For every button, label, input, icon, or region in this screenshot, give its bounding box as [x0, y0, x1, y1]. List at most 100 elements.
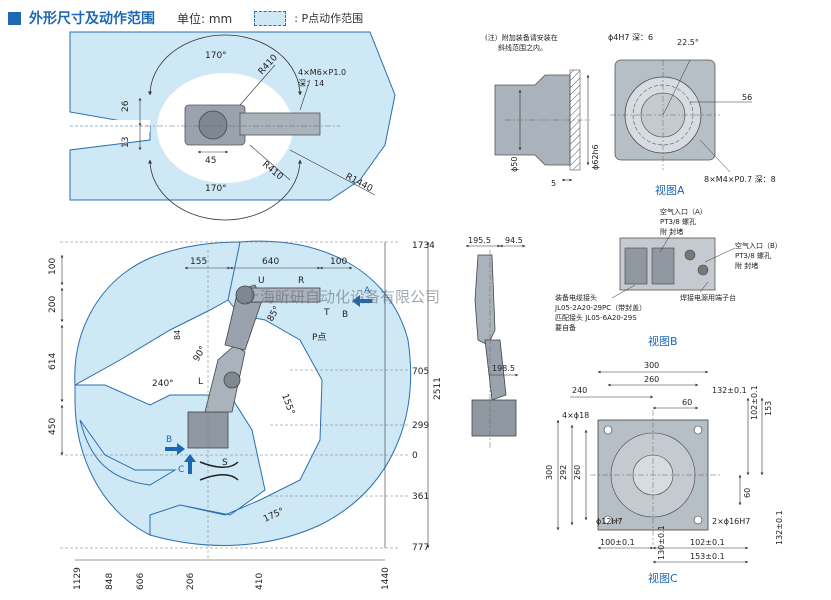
view-b-arrow-icon [165, 443, 185, 455]
dim-300-top-c: 300 [644, 361, 659, 370]
dim-132-bottom-c: 132±0.1 [775, 510, 784, 545]
pin-hole-note: ϕ4H7 深：6 [608, 33, 653, 42]
mounting-note-line1: (注）附加装备请安装在 [485, 33, 558, 42]
dim-260-top-c: 260 [644, 375, 659, 384]
connector-part-no: JL05-2A20-29PC（带封盖） [554, 303, 646, 312]
air-inlet-a-plug: 附 封堵 [660, 227, 683, 236]
dim-100-bottom-c: 100±0.1 [600, 538, 635, 547]
dim-361-right: 361 [412, 492, 429, 502]
front-view-base [471, 399, 517, 437]
dim-614-left: 614 [48, 353, 58, 370]
dim-206-bottom: 206 [186, 573, 196, 590]
watermark-text: 上海昕研自动化设备有限公司 [245, 288, 440, 306]
dim-153-bottom-c: 153±0.1 [690, 552, 725, 561]
connector-label: 装备电缆接头 [555, 293, 597, 302]
dim-5-label: 5 [551, 179, 556, 188]
air-inlet-a-thread: PT3/8 螺孔 [660, 217, 696, 226]
view-a-arrow-icon [352, 295, 372, 307]
dim-410-bottom: 410 [255, 573, 265, 590]
air-inlet-b-label: 空气入口（B） [735, 241, 782, 250]
side-view: 100 200 614 450 155 640 100 84 1734 705 … [48, 240, 443, 590]
dim-705-right: 705 [412, 367, 429, 377]
dim-195-5: 195.5 [468, 236, 491, 245]
angle-22-5-label: 22.5° [677, 38, 699, 47]
dim-450-left: 450 [48, 418, 58, 435]
dim-299-right: 299 [412, 421, 429, 431]
axis-l-label: L [198, 377, 203, 387]
axis-s-label: S [222, 458, 228, 468]
dim-60-top-c: 60 [682, 398, 692, 407]
dim-200-left: 200 [48, 296, 58, 313]
view-b-caption: 视图B [648, 334, 678, 348]
axis-r-label: R [298, 276, 304, 286]
flange-screws-note: 8×M4×P0.7 深：8 [704, 175, 776, 184]
pin-16-note: 2×ϕ16H7 [712, 517, 750, 526]
angle-240: 240° [152, 379, 174, 389]
page-title: 外形尺寸及动作范围 [29, 11, 155, 27]
flange-thread-note: 4×M6×P1.0 [298, 68, 346, 77]
dim-1129-bottom: 1129 [73, 567, 83, 590]
s-axis-rotation-icon [199, 461, 239, 468]
dim-2511-right: 2511 [433, 377, 443, 400]
dim-1440-bottom: 1440 [381, 567, 391, 590]
dim-phi50-label: ϕ50 [510, 157, 519, 172]
dim-100-top: 100 [330, 257, 347, 267]
angle-155: 155° [279, 393, 296, 417]
dim-84: 84 [173, 330, 182, 340]
flange-depth-note: 深：14 [298, 79, 324, 88]
angle-90: 90° [192, 345, 209, 364]
view-a-arrow-label: A [364, 286, 371, 296]
dim-45-label: 45 [205, 156, 216, 166]
air-inlet-b-thread: PT3/8 螺孔 [735, 251, 771, 260]
axis-b-label: B [342, 310, 348, 320]
dim-26-label: 26 [121, 100, 131, 112]
dim-300-left-c: 300 [545, 465, 554, 480]
dim-155-top: 155 [190, 257, 207, 267]
dim-606-bottom: 606 [136, 573, 146, 590]
dim-153-right-c: 153 [764, 401, 773, 416]
axis-u-label: U [258, 276, 265, 286]
dim-60-right-c: 60 [743, 488, 752, 498]
dim-848-bottom: 848 [105, 573, 115, 590]
dim-292-left-c: 292 [559, 465, 568, 480]
dim-56-label: 56 [742, 93, 752, 102]
mounting-note-line2: 斜线范围之内。 [498, 43, 547, 52]
unit-label: 单位: mm [177, 11, 233, 26]
air-inlet-a-label: 空气入口（A） [660, 207, 707, 216]
pin-12-note: ϕ12H7 [596, 517, 623, 526]
axis-t-label: T [323, 308, 330, 318]
mating-connector: 匹配接头 JL05-6A20-29S [555, 313, 637, 322]
range-legend-label: : P点动作范围 [294, 12, 364, 25]
dim-777-right: 777 [412, 543, 429, 553]
top-view: 170° 170° R410 R410 R1440 26 13 45 4×M6×… [69, 31, 396, 221]
header: 外形尺寸及动作范围 单位: mm : P点动作范围 [8, 8, 363, 28]
view-a-caption: 视图A [655, 183, 685, 197]
dim-130-c: 130±0.1 [657, 525, 666, 560]
dim-1734-right: 1734 [412, 241, 435, 251]
dim-phi62-label: ϕ62h6 [591, 144, 600, 170]
dim-100-left: 100 [48, 258, 58, 275]
dim-102-right-c: 102±0.1 [750, 385, 759, 420]
top-angle-170-label: 170° [205, 51, 227, 61]
detail-view-c: 300 260 240 60 4×ϕ18 132±0.1 102±0.1 153… [545, 361, 784, 585]
view-c-arrow-label: C [178, 465, 184, 475]
dim-13-label: 13 [121, 137, 131, 148]
view-b-arrow-label: B [166, 435, 172, 445]
weld-terminal-label: 焊接电源用端子台 [680, 293, 736, 302]
dim-240-c: 240 [572, 386, 587, 395]
view-c-arrow-icon [184, 454, 196, 474]
side-view-range-area [74, 240, 412, 546]
dim-0-right: 0 [412, 451, 418, 461]
mounting-holes-note: 4×ϕ18 [562, 411, 589, 420]
detail-view-a: (注）附加装备请安装在 斜线范围之内。 ϕ50 5 ϕ62h6 ϕ4H7 深：6… [485, 33, 776, 197]
dim-640-top: 640 [262, 257, 279, 267]
detail-view-b: 空气入口（A） PT3/8 螺孔 附 封堵 空气入口（B） PT3/8 螺孔 附… [554, 207, 782, 348]
view-c-caption: 视图C [648, 571, 678, 585]
user-supplied-note: 要自备 [555, 323, 576, 332]
dim-260-left-c: 260 [573, 465, 582, 480]
title-marker-icon [8, 11, 21, 25]
air-inlet-b-plug: 附 封堵 [735, 261, 758, 270]
p-point-label: P点 [312, 332, 326, 343]
front-view: 195.5 94.5 198.5 [465, 236, 526, 450]
